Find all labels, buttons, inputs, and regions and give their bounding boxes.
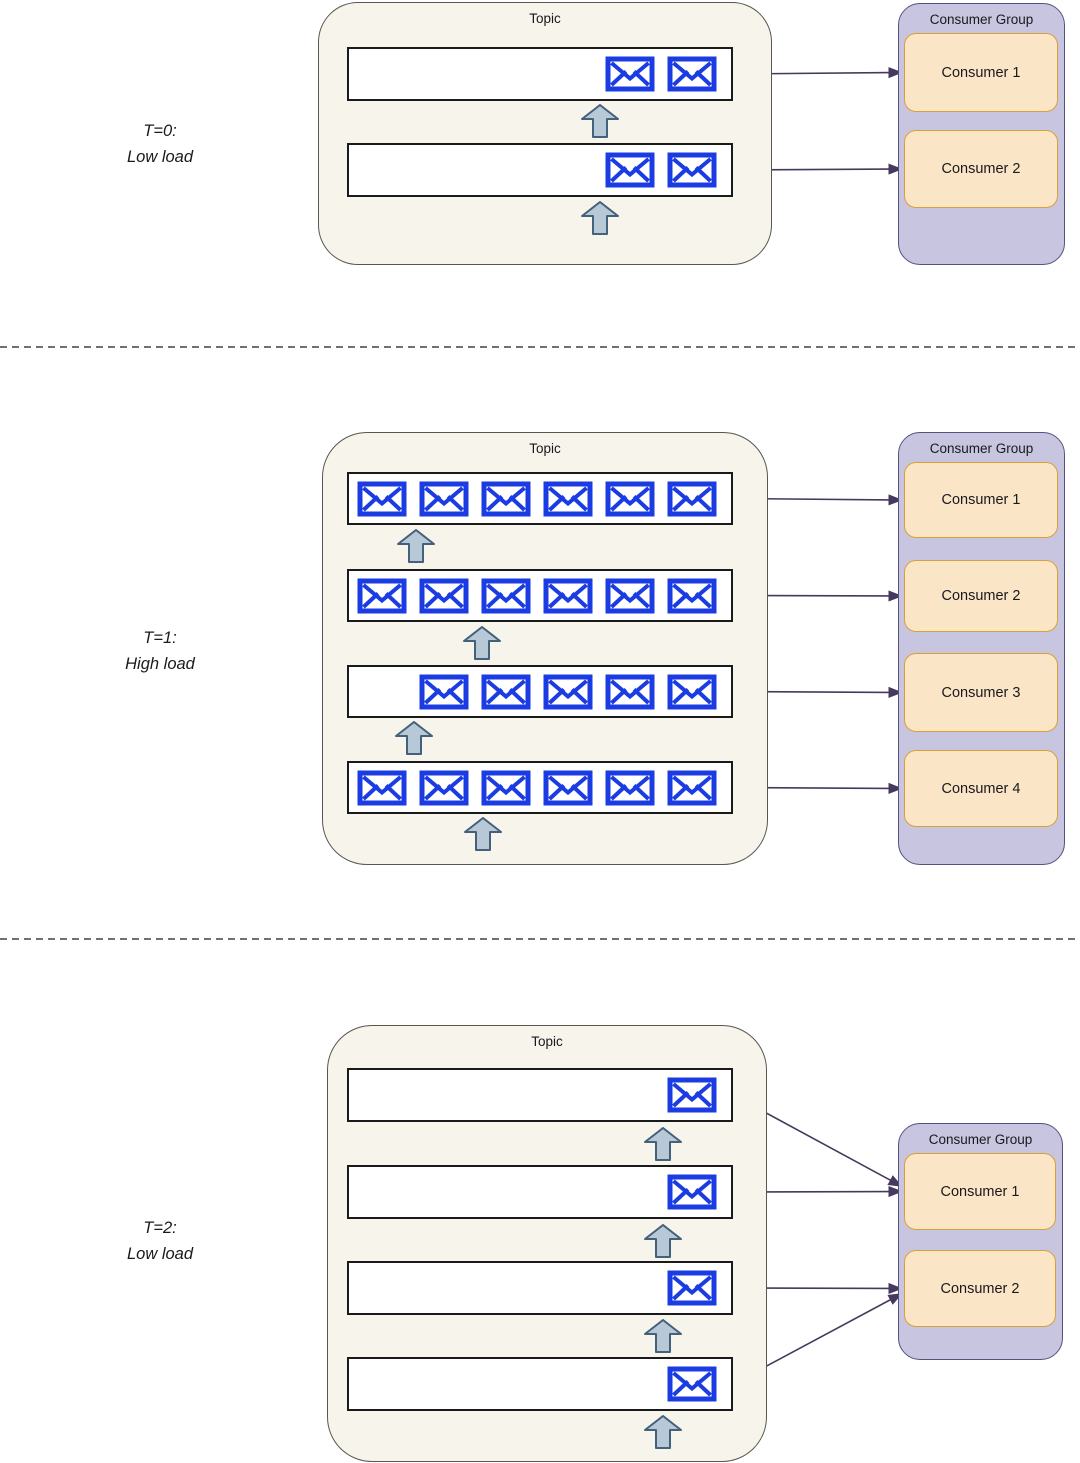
message-envelope-icon <box>667 152 717 188</box>
partition-row <box>347 143 733 197</box>
message-envelope-icon <box>667 1077 717 1113</box>
produce-arrow <box>580 104 620 138</box>
consumer-label: Consumer 4 <box>941 780 1021 797</box>
message-envelope-icon <box>605 152 655 188</box>
consumer-box: Consumer 1 <box>904 1153 1056 1230</box>
section-label: T=2: Low load <box>65 1215 255 1267</box>
message-envelope-icon <box>543 770 593 805</box>
produce-arrow-icon <box>581 104 619 138</box>
partition-row <box>347 1357 733 1411</box>
message-envelope-icon <box>605 578 655 613</box>
produce-arrow-icon <box>395 721 433 755</box>
topic-title: Topic <box>529 441 561 456</box>
message-envelope-icon <box>357 770 407 805</box>
consumer-label: Consumer 2 <box>941 588 1021 604</box>
consumer-label: Consumer 1 <box>940 1183 1020 1200</box>
message-envelope-icon <box>481 770 531 805</box>
produce-arrow-icon <box>644 1319 682 1353</box>
partition-row <box>347 1261 733 1315</box>
section-label-line: Low load <box>126 1245 194 1263</box>
topic-container <box>318 2 772 265</box>
message-envelope-icon <box>667 770 717 805</box>
consumer-group-title: Consumer Group <box>929 441 1034 456</box>
message-envelope-icon <box>419 674 469 709</box>
message-envelope-icon <box>667 56 717 92</box>
message-envelope-icon <box>357 578 407 613</box>
partition-row <box>347 1165 733 1219</box>
partition-row <box>347 569 733 622</box>
section-label-line: High load <box>125 655 195 673</box>
section-label-line: Low load <box>126 148 194 166</box>
consumer-box: Consumer 1 <box>904 462 1058 538</box>
message-envelope-icon <box>419 578 469 613</box>
produce-arrow <box>396 529 436 563</box>
consumer-box: Consumer 3 <box>904 653 1058 732</box>
produce-arrow <box>643 1224 683 1258</box>
message-envelope-icon <box>357 481 407 516</box>
consumer-label: Consumer 1 <box>941 492 1021 508</box>
message-envelope-icon <box>667 1366 717 1402</box>
partition-row <box>347 472 733 525</box>
consumer-label: Consumer 3 <box>941 684 1021 701</box>
consumer-label: Consumer 2 <box>941 161 1021 177</box>
message-envelope-icon <box>605 481 655 516</box>
produce-arrow <box>463 817 503 851</box>
produce-arrow <box>580 201 620 235</box>
produce-arrow-icon <box>644 1127 682 1161</box>
message-envelope-icon <box>667 1270 717 1306</box>
message-envelope-icon <box>605 770 655 805</box>
produce-arrow-icon <box>464 817 502 851</box>
message-envelope-icon <box>419 481 469 516</box>
topic-title: Topic <box>531 1034 563 1049</box>
produce-arrow-icon <box>644 1224 682 1258</box>
partition-row <box>347 47 733 101</box>
produce-arrow-icon <box>397 529 435 563</box>
message-envelope-icon <box>543 578 593 613</box>
message-envelope-icon <box>667 481 717 516</box>
consumer-box: Consumer 2 <box>904 560 1058 632</box>
message-envelope-icon <box>481 481 531 516</box>
consumer-label: Consumer 1 <box>941 64 1021 81</box>
produce-arrow-icon <box>463 626 501 660</box>
consumer-box: Consumer 1 <box>904 33 1058 112</box>
partition-row <box>347 1068 733 1122</box>
produce-arrow <box>643 1127 683 1161</box>
consumer-box: Consumer 2 <box>904 130 1058 208</box>
message-envelope-icon <box>543 674 593 709</box>
section-label-line: T=0: <box>143 122 177 140</box>
produce-arrow-icon <box>581 201 619 235</box>
topic-title: Topic <box>529 11 561 26</box>
partition-row <box>347 665 733 718</box>
section-label: T=0: Low load <box>65 118 255 170</box>
message-envelope-icon <box>667 1174 717 1210</box>
consumer-box: Consumer 4 <box>904 750 1058 827</box>
section-label-line: T=1: <box>143 629 177 647</box>
consumer-group-title: Consumer Group <box>929 12 1034 27</box>
message-envelope-icon <box>605 56 655 92</box>
message-envelope-icon <box>481 674 531 709</box>
section-label-line: T=2: <box>143 1219 177 1237</box>
message-envelope-icon <box>481 578 531 613</box>
produce-arrow-icon <box>644 1415 682 1449</box>
produce-arrow <box>394 721 434 755</box>
message-envelope-icon <box>667 578 717 613</box>
message-envelope-icon <box>667 674 717 709</box>
produce-arrow <box>643 1415 683 1449</box>
produce-arrow <box>643 1319 683 1353</box>
message-envelope-icon <box>543 481 593 516</box>
produce-arrow <box>462 626 502 660</box>
message-envelope-icon <box>419 770 469 805</box>
consumer-group-title: Consumer Group <box>928 1132 1033 1147</box>
consumer-box: Consumer 2 <box>904 1250 1056 1327</box>
section-label: T=1: High load <box>65 625 255 677</box>
message-envelope-icon <box>605 674 655 709</box>
partition-row <box>347 761 733 814</box>
consumer-label: Consumer 2 <box>940 1280 1020 1297</box>
